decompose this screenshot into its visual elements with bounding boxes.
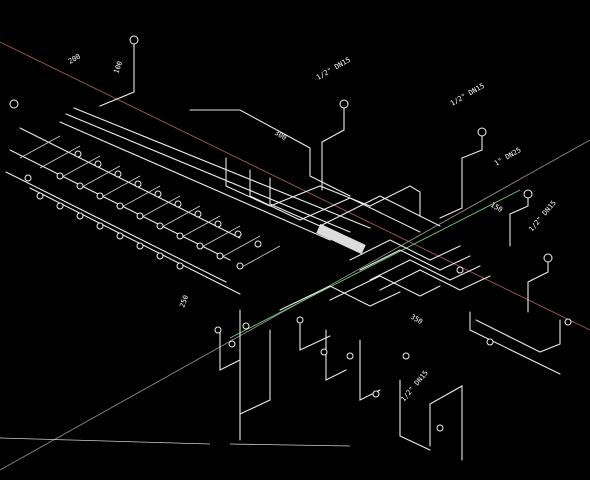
axis-line-red <box>0 41 590 331</box>
central-bundle <box>189 109 491 311</box>
label-length-250: 250 <box>178 294 190 309</box>
label-size-right: 1/2" DN15 <box>449 82 486 108</box>
label-length-200: 200 <box>67 52 82 65</box>
label-length-100: 100 <box>112 60 124 75</box>
axis-line-green <box>229 189 521 339</box>
lower-drops <box>399 266 572 461</box>
label-length-350: 350 <box>409 313 424 326</box>
label-size-far-right: 1/2" DN15 <box>527 199 558 233</box>
manifold-branches <box>5 107 371 295</box>
valve-cluster <box>36 150 366 270</box>
lower-left-drops <box>0 309 381 447</box>
upper-risers <box>9 35 553 313</box>
label-length-300: 300 <box>273 129 288 142</box>
label-size-bottom: 1/2" DN15 <box>399 369 430 403</box>
reference-axes <box>0 41 590 471</box>
label-size-upper: 1/2" DN15 <box>315 56 352 82</box>
label-size-one-inch: 1" DN25 <box>493 146 523 168</box>
label-length-150: 150 <box>489 201 504 214</box>
dimension-labels: 1/2" DN15 1/2" DN15 1" DN25 1/2" DN15 1/… <box>67 52 558 403</box>
